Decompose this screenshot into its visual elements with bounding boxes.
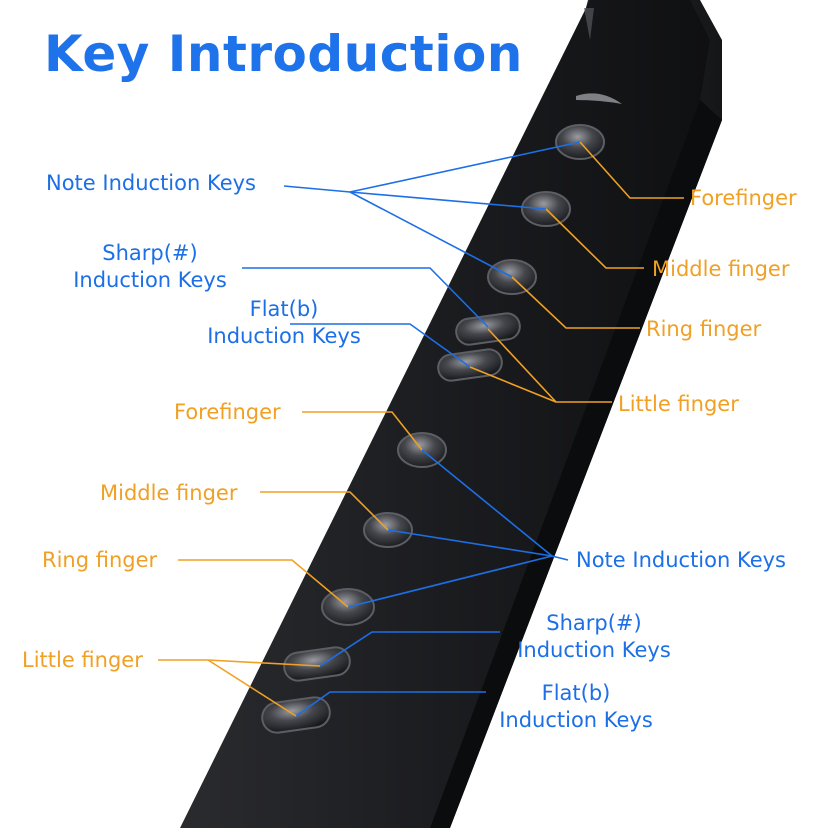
leader-note-bottom-2 bbox=[387, 529, 553, 557]
orange-leader-lines bbox=[158, 141, 684, 717]
label-forefinger-top: Forefinger bbox=[690, 186, 797, 210]
label-sharp-top: Sharp(#) Induction Keys bbox=[62, 240, 238, 294]
instrument-body bbox=[180, 0, 722, 828]
thumb-slot bbox=[576, 93, 622, 104]
leader-middle-top bbox=[545, 208, 644, 269]
label-sharp-bottom-line2: Induction Keys bbox=[517, 638, 671, 662]
label-little-finger-top: Little finger bbox=[618, 392, 739, 416]
leader-forefinger-bottom bbox=[302, 411, 423, 451]
body-highlight bbox=[584, 8, 594, 40]
label-ring-finger-top: Ring finger bbox=[646, 317, 762, 341]
label-flat-bottom: Flat(b) Induction Keys bbox=[488, 680, 664, 734]
label-note-keys-bottom: Note Induction Keys bbox=[576, 548, 786, 572]
blue-leader-lines bbox=[242, 141, 581, 717]
label-middle-finger-top: Middle finger bbox=[652, 257, 790, 281]
leader-flat-bottom bbox=[295, 691, 486, 717]
label-sharp-top-line2: Induction Keys bbox=[73, 268, 227, 292]
leader-little-top-2 bbox=[469, 366, 557, 403]
body-front-face bbox=[180, 0, 710, 828]
leader-note-top-3 bbox=[349, 191, 513, 278]
label-sharp-top-line1: Sharp(#) bbox=[102, 241, 198, 265]
label-flat-top-line2: Induction Keys bbox=[207, 324, 361, 348]
leader-middle-bottom bbox=[260, 491, 389, 531]
leader-note-bottom-3 bbox=[347, 555, 553, 608]
label-forefinger-bottom: Forefinger bbox=[174, 400, 281, 424]
leader-sharp-bottom bbox=[319, 631, 500, 667]
body-right-edge bbox=[430, 100, 722, 828]
leader-note-top-2 bbox=[349, 191, 547, 210]
leader-little-bottom-2 bbox=[207, 659, 297, 717]
leader-flat-top bbox=[290, 323, 471, 368]
leader-ring-bottom bbox=[178, 559, 349, 608]
page-title: Key Introduction bbox=[44, 25, 523, 83]
label-little-finger-bottom: Little finger bbox=[22, 648, 143, 672]
label-flat-top-line1: Flat(b) bbox=[249, 297, 319, 321]
label-flat-top: Flat(b) Induction Keys bbox=[196, 296, 372, 350]
label-sharp-bottom: Sharp(#) Induction Keys bbox=[506, 610, 682, 664]
sharp-key-lower bbox=[283, 646, 351, 682]
label-flat-bottom-line1: Flat(b) bbox=[541, 681, 611, 705]
label-note-keys-top: Note Induction Keys bbox=[46, 171, 256, 195]
label-ring-finger-bottom: Ring finger bbox=[42, 548, 158, 572]
label-flat-bottom-line2: Induction Keys bbox=[499, 708, 653, 732]
label-middle-finger-bottom: Middle finger bbox=[100, 481, 238, 505]
leader-ring-top bbox=[511, 276, 640, 329]
label-sharp-bottom-line1: Sharp(#) bbox=[546, 611, 642, 635]
leader-sharp-top bbox=[242, 267, 489, 328]
leader-forefinger-top bbox=[579, 141, 684, 199]
